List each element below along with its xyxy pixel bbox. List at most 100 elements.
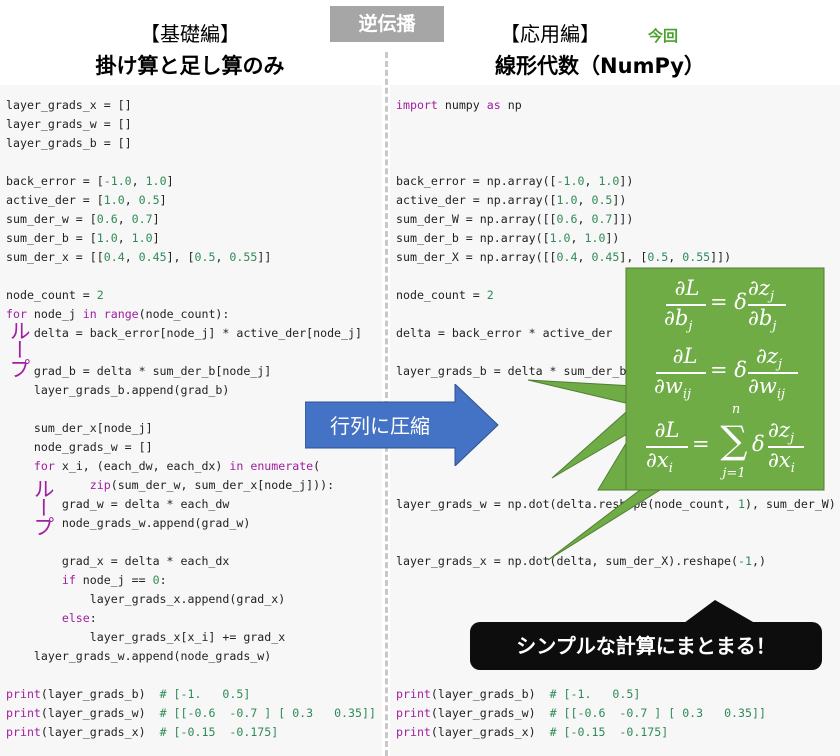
- formula2-rhs-bar: [748, 372, 798, 374]
- current-tag: 今回: [648, 27, 679, 45]
- formula1-rhs-den-text: ∂b: [748, 306, 773, 330]
- callout-pointer: [680, 600, 760, 626]
- code-line: print(layer_grads_x) # [-0.15 -0.175]: [396, 725, 669, 739]
- formula1-rhs-num: ∂zj: [748, 276, 774, 304]
- formula3-rhs-num-text: ∂z: [768, 418, 790, 442]
- formula2-lhs-num: ∂L: [672, 344, 698, 368]
- code-line: layer_grads_w = []: [6, 117, 132, 131]
- formula3-rhs-den-text: ∂x: [768, 448, 791, 472]
- code-line: back_error = [-1.0, 1.0]: [6, 174, 174, 188]
- formula3-eq: =: [692, 432, 710, 456]
- code-line: layer_grads_x = np.dot(delta, sum_der_X)…: [396, 554, 766, 568]
- code-line: sum_der_x[node_j]: [6, 421, 153, 435]
- code-line: layer_grads_b = delta * sum_der_b: [396, 364, 627, 378]
- code-line: print(layer_grads_w) # [[-0.6 -0.7 ] [ 0…: [6, 706, 376, 720]
- code-line: sum_der_b = [1.0, 1.0]: [6, 231, 160, 245]
- formula2-lhs-bar: [656, 372, 706, 374]
- formula1-lhs-sub: j: [688, 319, 693, 335]
- formula3-lhs-bar: [646, 446, 688, 448]
- code-line: node_count = 2: [6, 288, 104, 302]
- code-line: delta = back_error * active_der: [396, 326, 613, 340]
- formula3-rhs-den: ∂xi: [768, 448, 795, 476]
- formula3-lhs-num: ∂L: [654, 418, 680, 442]
- right-header-label: 【応用編】: [500, 22, 600, 46]
- backprop-banner: 逆伝播: [330, 6, 444, 42]
- formula3-lhs-sub: i: [668, 461, 673, 477]
- formula1-rhs-num-sub: j: [769, 289, 774, 305]
- code-line: print(layer_grads_x) # [-0.15 -0.175]: [6, 725, 279, 739]
- loop-label-inner: ループ: [31, 478, 55, 535]
- formula2-rhs-den: ∂wij: [748, 374, 785, 402]
- formula2-rhs-num: ∂zj: [756, 344, 782, 372]
- formula2-lhs-sub: ij: [682, 387, 692, 403]
- formula1-rhs-bar: [748, 304, 786, 306]
- formula2-op: = δ: [710, 358, 747, 382]
- formula2-lhs-den: ∂wij: [654, 374, 691, 402]
- code-line: layer_grads_b = []: [6, 136, 132, 150]
- code-line: print(layer_grads_b) # [-1. 0.5]: [396, 687, 641, 701]
- compress-arrow-label: 行列に圧縮: [330, 414, 430, 438]
- code-line: else:: [61, 611, 97, 625]
- left-header-title: 掛け算と足し算のみ: [95, 54, 285, 78]
- code-line: layer_grads_x[x_i] += grad_x: [6, 630, 286, 644]
- formula3-lhs-den: ∂xi: [646, 448, 673, 476]
- formula2-lhs-den-text: ∂w: [654, 374, 683, 398]
- code-line: sum_der_b = np.array([1.0, 1.0]): [396, 231, 620, 245]
- code-line: grad_b = delta * sum_der_b[node_j]: [6, 364, 272, 378]
- code-line: grad_w = delta * each_dw: [6, 497, 230, 511]
- code-line: sum_der_X = np.array([[0.4, 0.45], [0.5,…: [396, 250, 732, 264]
- code-line: sum_der_x = [[0.4, 0.45], [0.5, 0.55]]: [6, 250, 272, 264]
- code-line: print(layer_grads_w) # [[-0.6 -0.7 ] [ 0…: [396, 706, 766, 720]
- formula1-lhs-den-text: ∂b: [664, 306, 689, 330]
- left-header-label: 【基礎編】: [140, 22, 240, 46]
- code-line: if node_j == 0:: [61, 573, 167, 587]
- formula2-rhs-den-sub: ij: [776, 387, 786, 403]
- formula3-lhs-den-text: ∂x: [646, 448, 669, 472]
- right-code-block: import numpy as np back_error = np.array(…: [396, 96, 836, 742]
- formula3-rhs-num-sub: j: [789, 431, 794, 447]
- code-line: active_der = np.array([1.0, 0.5]): [396, 193, 627, 207]
- code-line: layer_grads_x = []: [6, 98, 132, 112]
- code-line: node_count = 2: [396, 288, 494, 302]
- formula3-rhs-num: ∂zj: [768, 418, 794, 446]
- code-line: active_der = [1.0, 0.5]: [6, 193, 167, 207]
- loop-label-outer: ループ: [7, 320, 31, 377]
- code-line: sum_der_w = [0.6, 0.7]: [6, 212, 160, 226]
- formula1-rhs-den-sub: j: [772, 319, 777, 335]
- formula1-lhs-num: ∂L: [674, 276, 700, 300]
- code-line: grad_x = delta * each_dx: [6, 554, 230, 568]
- code-line: layer_grads_w = np.dot(delta.reshape(nod…: [396, 497, 836, 511]
- code-line: node_grads_w.append(grad_w): [6, 516, 251, 530]
- code-line: zip(sum_der_w, sum_der_x[node_j])):: [89, 478, 335, 492]
- formula3-delta: δ: [752, 432, 765, 456]
- code-line: for x_i, (each_dw, each_dx) in enumerate…: [33, 459, 321, 473]
- code-line: for node_j in range(node_count):: [6, 307, 230, 321]
- code-line: import numpy as np: [396, 98, 522, 112]
- code-line: back_error = np.array([-1.0, 1.0]): [396, 174, 634, 188]
- formula1-op: = δ: [710, 290, 747, 314]
- code-line: node_grads_w = []: [6, 440, 153, 454]
- formula3-sum-sign: ∑: [720, 418, 748, 462]
- code-line: layer_grads_w.append(node_grads_w): [6, 649, 272, 663]
- code-line: layer_grads_b.append(grad_b): [6, 383, 230, 397]
- formula3-sum-bottom: j=1: [722, 466, 746, 481]
- formula2-rhs-num-sub: j: [777, 357, 782, 373]
- formula3-sum-top: n: [731, 402, 741, 417]
- formula1-lhs-den: ∂bj: [664, 306, 692, 334]
- code-line: sum_der_W = np.array([[0.6, 0.7]]): [396, 212, 634, 226]
- formula3-rhs-bar: [768, 446, 804, 448]
- compress-arrow: [305, 384, 499, 466]
- left-code-block: layer_grads_x = [] layer_grads_w = [] laye…: [6, 96, 376, 742]
- formula1-rhs-num-text: ∂z: [748, 276, 770, 300]
- simplify-callout: シンプルな計算にまとまる！: [470, 622, 822, 670]
- formula2-rhs-den-text: ∂w: [748, 374, 777, 398]
- code-line: delta = back_error[node_j] * active_der[…: [6, 326, 362, 340]
- formula1-rhs-den: ∂bj: [748, 306, 776, 334]
- formula1-lhs-bar: [666, 304, 706, 306]
- formula2-rhs-num-text: ∂z: [756, 344, 778, 368]
- code-line: print(layer_grads_b) # [-1. 0.5]: [6, 687, 251, 701]
- formula3-rhs-den-sub: i: [790, 461, 795, 477]
- code-line: layer_grads_x.append(grad_x): [6, 592, 286, 606]
- right-header-title: 線形代数（NumPy）: [495, 54, 705, 78]
